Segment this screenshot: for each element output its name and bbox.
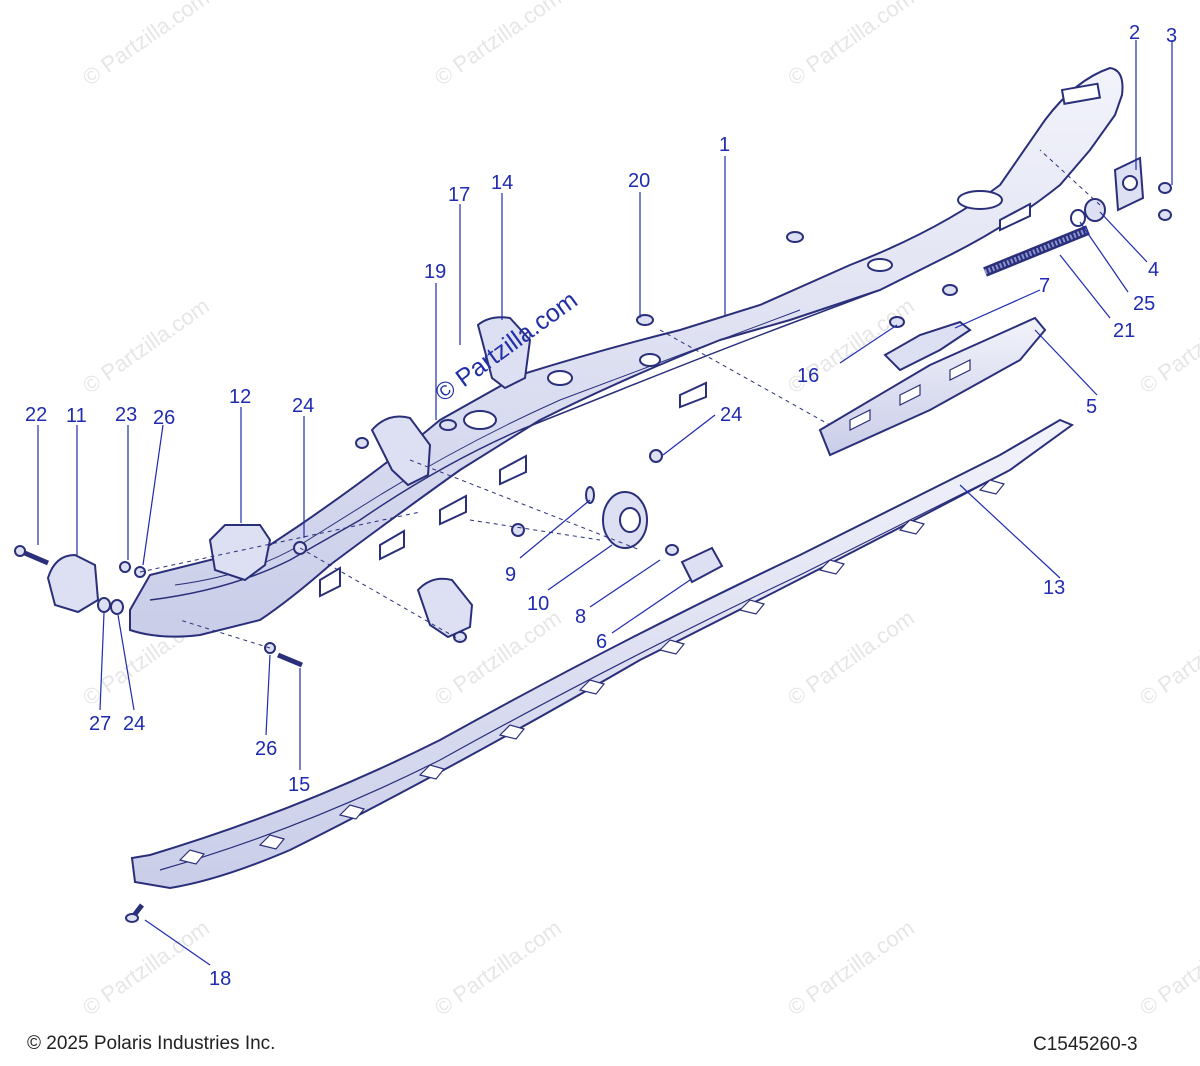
spacer-block-part: [883, 320, 972, 372]
washer-part: [97, 486, 595, 654]
sleeve-part: [680, 546, 724, 584]
callout-24-top: 24: [292, 395, 315, 417]
callout-22: 22: [25, 404, 48, 426]
callout-19: 19: [424, 261, 447, 283]
callout-1: 1: [719, 134, 731, 156]
skid-plate-part: [818, 316, 1047, 457]
callout-25: 25: [1133, 293, 1156, 315]
callout-17: 17: [448, 184, 471, 206]
callout-3: 3: [1166, 25, 1178, 47]
callout-4: 4: [1148, 259, 1160, 281]
callout-26-bottom: 26: [255, 738, 278, 760]
diagram-id: C1545260-3: [1033, 1034, 1138, 1055]
callout-21: 21: [1113, 320, 1136, 342]
callout-9: 9: [505, 564, 517, 586]
threaded-stud-part: [983, 225, 1090, 277]
callout-11: 11: [66, 405, 87, 427]
callout-6: 6: [596, 631, 608, 653]
callout-10: 10: [527, 593, 550, 615]
callout-2: 2: [1129, 22, 1141, 44]
front-cap-part: [46, 553, 100, 614]
wheel-part: [602, 491, 648, 549]
callout-16: 16: [797, 365, 820, 387]
callout-12: 12: [229, 386, 252, 408]
callout-15: 15: [288, 774, 311, 796]
long-bolt-part: [14, 545, 303, 923]
callout-13: 13: [1043, 577, 1066, 599]
bolt-part: [293, 182, 1172, 643]
callout-27: 27: [89, 713, 112, 735]
copyright-text: © 2025 Polaris Industries Inc.: [27, 1033, 276, 1054]
bracket-part: [1113, 156, 1145, 212]
ski-runner-part: [130, 418, 1075, 890]
callout-5: 5: [1086, 396, 1098, 418]
callout-20: 20: [628, 170, 651, 192]
callout-24-bottom: 24: [123, 713, 146, 735]
saddle-part: [370, 316, 532, 639]
front-block-part: [208, 524, 272, 582]
main-rail-part: [129, 66, 1124, 638]
assembly-lines: [139, 149, 1101, 649]
callout-23: 23: [115, 404, 138, 426]
callout-8: 8: [575, 606, 587, 628]
callout-7: 7: [1039, 275, 1051, 297]
leader-lines: [37, 40, 1173, 966]
callout-26-top: 26: [153, 407, 176, 429]
callout-14: 14: [491, 172, 514, 194]
callout-18: 18: [209, 968, 232, 990]
callout-24-mid: 24: [720, 404, 743, 426]
